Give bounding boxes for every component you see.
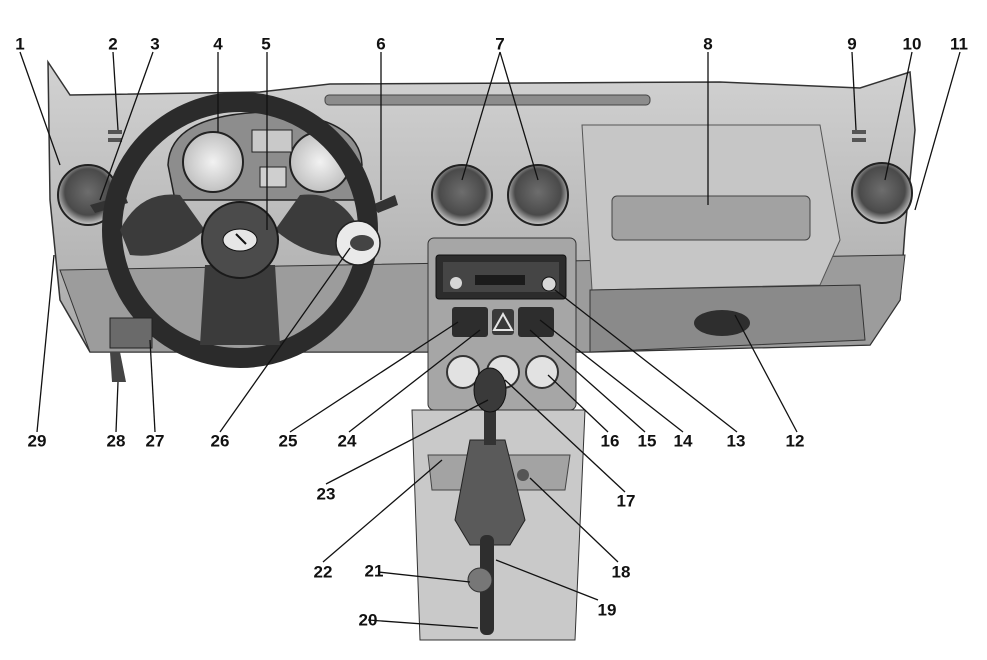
callout-22: 22 bbox=[313, 562, 333, 582]
hazard-triangle-icon bbox=[492, 309, 514, 335]
cluster-display bbox=[251, 129, 293, 153]
console-button bbox=[517, 469, 529, 481]
callout-10: 10 bbox=[902, 34, 922, 54]
right-stalk bbox=[372, 195, 398, 213]
knob-right bbox=[525, 355, 559, 389]
callout-23: 23 bbox=[316, 484, 336, 504]
callout-4: 4 bbox=[213, 34, 223, 54]
callout-3: 3 bbox=[150, 34, 160, 54]
callout-9: 9 bbox=[847, 34, 857, 54]
steering-wheel-icon bbox=[102, 92, 378, 368]
callout-6: 6 bbox=[376, 34, 386, 54]
callout-28: 28 bbox=[106, 431, 126, 451]
callout-14: 14 bbox=[673, 431, 693, 451]
callout-1: 1 bbox=[15, 34, 25, 54]
callout-24: 24 bbox=[337, 431, 357, 451]
callout-8: 8 bbox=[703, 34, 713, 54]
left-lower-switches bbox=[109, 317, 153, 349]
callout-20: 20 bbox=[358, 610, 378, 630]
defroster-slot bbox=[324, 94, 651, 106]
leader-lines bbox=[19, 51, 961, 629]
callout-21: 21 bbox=[364, 561, 384, 581]
passenger-airbag-recess bbox=[611, 195, 811, 241]
callout-18: 18 bbox=[611, 562, 631, 582]
gear-knob bbox=[473, 367, 507, 413]
callout-2: 2 bbox=[108, 34, 118, 54]
callout-11: 11 bbox=[950, 34, 968, 54]
knob-left bbox=[446, 355, 480, 389]
switch-block-left bbox=[452, 307, 488, 337]
callout-27: 27 bbox=[145, 431, 165, 451]
lada-logo-icon bbox=[222, 228, 258, 252]
tachometer bbox=[182, 131, 244, 193]
hood-release bbox=[110, 352, 126, 382]
callout-13: 13 bbox=[726, 431, 746, 451]
callout-12: 12 bbox=[785, 431, 805, 451]
callout-26: 26 bbox=[210, 431, 230, 451]
callout-15: 15 bbox=[637, 431, 657, 451]
gear-boot bbox=[454, 439, 526, 546]
callout-16: 16 bbox=[600, 431, 620, 451]
glovebox-handle bbox=[694, 310, 750, 336]
callout-5: 5 bbox=[261, 34, 271, 54]
callout-25: 25 bbox=[278, 431, 298, 451]
air-vent-icon bbox=[57, 162, 913, 226]
callout-19: 19 bbox=[597, 600, 617, 620]
cup-holder bbox=[467, 567, 493, 593]
callout-7: 7 bbox=[495, 34, 505, 54]
callout-17: 17 bbox=[616, 491, 636, 511]
callout-29: 29 bbox=[27, 431, 47, 451]
switch-block-right bbox=[518, 307, 554, 337]
